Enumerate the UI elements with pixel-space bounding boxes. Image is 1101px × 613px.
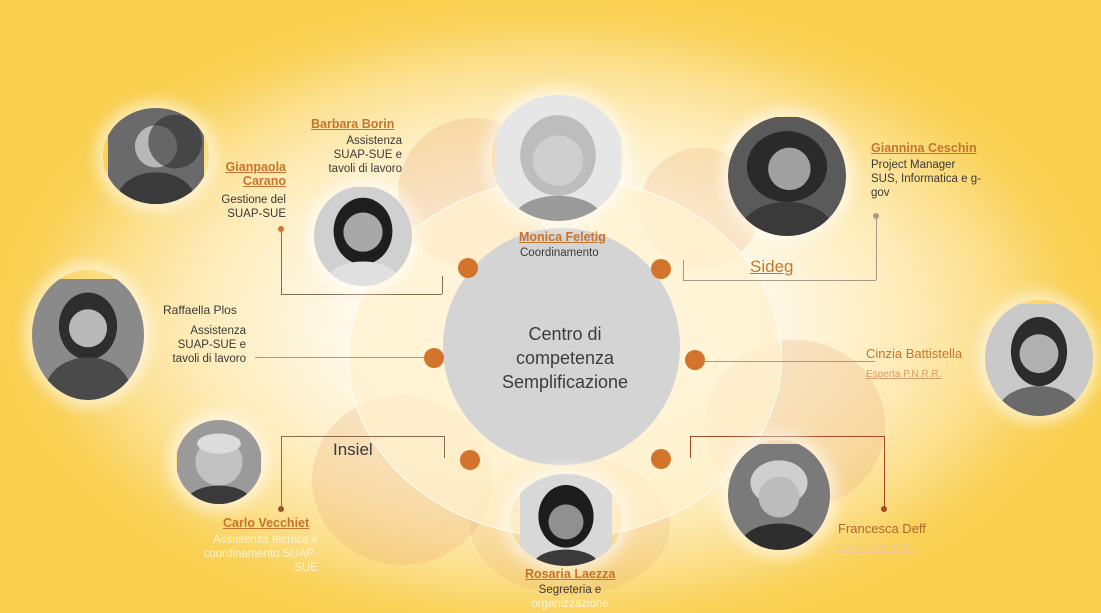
sideg-label: Sideg: [750, 257, 794, 276]
line-giannina-end: [873, 213, 879, 219]
role-monica: Coordinamento: [520, 247, 599, 259]
line-carlo-h: [281, 436, 445, 437]
center-title: Centro di competenza Semplificazione: [460, 322, 670, 394]
role-barbara: Assistenza SUAP-SUE e tavoli di lavoro: [300, 134, 402, 176]
role-gianpaola: Gestione del SUAP-SUE: [196, 193, 286, 221]
role-rosaria: Segreteria e organizzazione: [505, 583, 635, 611]
line-gianpaola-v: [281, 230, 282, 294]
role-giannina-1: Project Manager: [871, 159, 956, 171]
name-cinzia: Cinzia Battistella: [866, 346, 963, 361]
node-left: [424, 348, 444, 368]
name-gianpaola-2: Carano: [242, 174, 286, 188]
role-francesca: Esperta P.N.R.R.: [838, 543, 914, 554]
role-barbara-1: Assistenza: [346, 135, 402, 147]
center-line-3: Semplificazione: [501, 372, 629, 392]
role-raffaella-1: Assistenza: [190, 325, 246, 337]
role-carlo-3: SUE: [294, 562, 318, 574]
role-carlo: Assistenza tecnica e coordinamento SUAP-…: [196, 533, 318, 575]
line-raffaella: [255, 357, 425, 358]
line-gianpaola-v2: [442, 276, 443, 294]
line-cinzia: [705, 361, 875, 362]
role-gianpaola-1: Gestione del: [221, 194, 286, 206]
name-giannina: Giannina Ceschin: [871, 141, 977, 155]
name-barbara: Barbara Borin: [311, 117, 395, 131]
line-francesca-v: [884, 436, 885, 508]
role-rosaria-1: Segreteria e: [538, 584, 602, 596]
line-francesca-h: [690, 436, 884, 437]
role-raffaella-3: tavoli di lavoro: [172, 353, 246, 365]
photo-carlo: [176, 420, 262, 504]
photo-monica: [492, 95, 624, 221]
photo-cinzia: [985, 300, 1093, 416]
name-gianpaola-1: Gianpaola: [225, 160, 286, 174]
node-right: [685, 350, 705, 370]
center-line-2: competenza: [515, 348, 615, 368]
name-carlo: Carlo Vecchiet: [223, 516, 310, 530]
role-carlo-2: coordinamento SUAP-: [203, 548, 318, 560]
role-giannina-3: gov: [871, 187, 890, 199]
role-raffaella: Assistenza SUAP-SUE e tavoli di lavoro: [150, 324, 246, 366]
role-barbara-2: SUAP-SUE e: [333, 149, 402, 161]
role-carlo-1: Assistenza tecnica e: [213, 534, 318, 546]
photo-francesca: [728, 440, 830, 550]
photo-rosaria: [510, 474, 622, 566]
line-carlo-v: [281, 436, 282, 508]
line-francesca-v2: [690, 436, 691, 458]
node-bottom-left: [460, 450, 480, 470]
name-francesca: Francesca Deff: [838, 521, 926, 536]
name-gianpaola: Gianpaola Carano: [196, 160, 286, 188]
name-raffaella: Raffaella Plos: [163, 303, 237, 317]
line-francesca-end: [881, 506, 887, 512]
node-bottom-right: [651, 449, 671, 469]
photo-giannina: [728, 116, 846, 236]
line-carlo-end: [278, 506, 284, 512]
name-rosaria: Rosaria Laezza: [525, 567, 616, 581]
role-gianpaola-2: SUAP-SUE: [227, 208, 286, 220]
line-giannina-v: [876, 218, 877, 280]
line-carlo-v2: [444, 436, 445, 458]
role-giannina-2: SUS, Informatica e g-: [871, 173, 981, 185]
role-barbara-3: tavoli di lavoro: [328, 163, 402, 175]
node-top-left: [458, 258, 478, 278]
line-giannina-h: [683, 280, 876, 281]
photo-raffaella: [32, 270, 144, 400]
center-circle: [443, 228, 680, 465]
insiel-label: Insiel: [333, 440, 373, 459]
role-cinzia: Esperta P.N.R.R.: [866, 369, 942, 380]
photo-barbara: [314, 186, 412, 286]
role-raffaella-2: SUAP-SUE e: [177, 339, 246, 351]
photo-gianpaola: [103, 108, 209, 204]
line-giannina-v2: [683, 260, 684, 280]
line-gianpaola-end: [278, 226, 284, 232]
role-giannina: Project Manager SUS, Informatica e g- go…: [871, 158, 991, 200]
node-top-right: [651, 259, 671, 279]
center-line-1: Centro di: [528, 324, 602, 344]
role-rosaria-2: organizzazione: [531, 598, 609, 610]
line-gianpaola-h: [281, 294, 442, 295]
name-monica: Monica Feletig: [519, 230, 606, 244]
